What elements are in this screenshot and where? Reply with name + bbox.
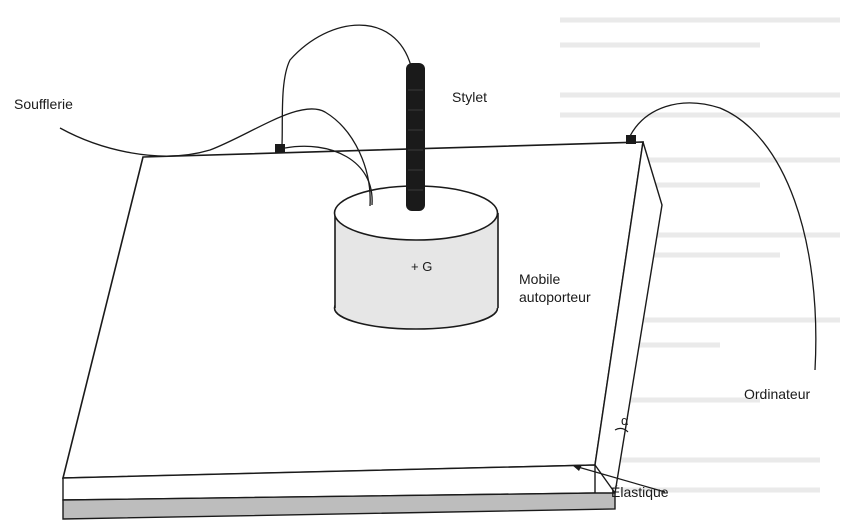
- label-mobile-line2: autoporteur: [519, 289, 591, 305]
- label-elastique: Élastique: [611, 484, 669, 500]
- label-stylet: Stylet: [452, 89, 488, 105]
- left-connector: [275, 144, 285, 153]
- label-alpha: α: [621, 413, 629, 428]
- label-ordinateur: Ordinateur: [744, 386, 811, 402]
- label-mobile-line1: Mobile: [519, 271, 561, 287]
- angle-alpha-arc: [614, 427, 629, 433]
- ordinateur-cable: [629, 102, 817, 371]
- stylet-rod: [406, 63, 425, 211]
- elastique-pointer: [577, 466, 666, 493]
- soufflerie-hose: [59, 108, 371, 207]
- elastique-arrowhead: [572, 465, 582, 471]
- stylet-texture: [408, 89, 423, 191]
- soufflerie-tube: [284, 145, 373, 206]
- label-soufflerie: Soufflerie: [14, 96, 73, 112]
- label-center-of-mass: + G: [411, 259, 433, 274]
- table-base-strip: [62, 492, 616, 520]
- right-connector: [626, 135, 636, 144]
- mobile-autoporteur: [333, 185, 499, 330]
- stylet-wire: [281, 24, 412, 146]
